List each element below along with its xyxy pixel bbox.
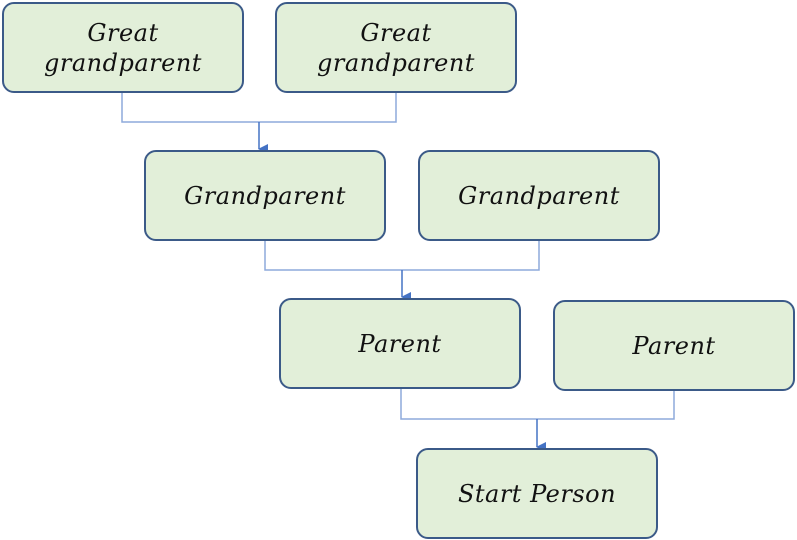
connector-great-grandparents-to-grandparent <box>121 93 397 123</box>
node-great-grandparent-left: Great grandparent <box>2 2 244 93</box>
node-grandparent-right: Grandparent <box>418 150 660 241</box>
node-grandparent-left: Grandparent <box>144 150 386 241</box>
node-parent-left: Parent <box>279 298 521 389</box>
node-start-person: Start Person <box>416 448 658 539</box>
connector-grandparents-to-parent <box>264 241 540 271</box>
node-great-grandparent-right: Great grandparent <box>275 2 517 93</box>
node-parent-right: Parent <box>553 300 795 391</box>
connector-parents-to-start-person <box>400 389 675 420</box>
